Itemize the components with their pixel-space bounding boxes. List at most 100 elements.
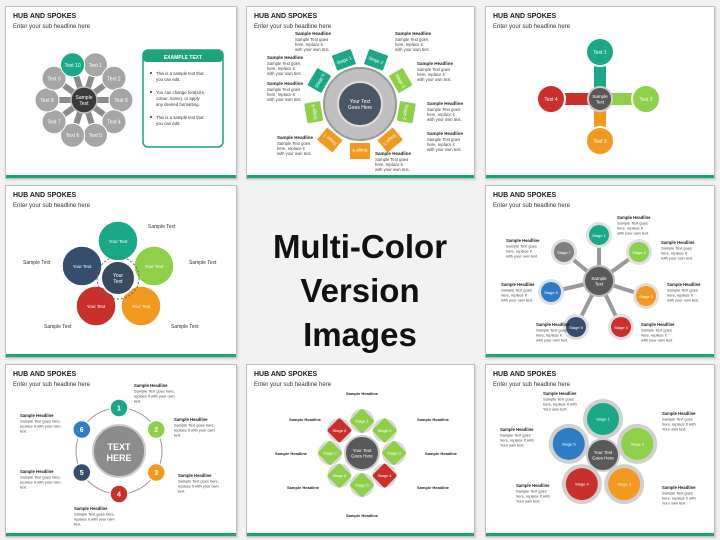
- sample-headline: Sample Headline: [427, 131, 464, 136]
- petal: [120, 285, 162, 327]
- node-number: 3: [154, 470, 158, 477]
- slide-accent-bar: [247, 533, 474, 536]
- sample-body: Sample Text goes: [667, 288, 698, 293]
- node-number: 6: [80, 427, 84, 434]
- sample-body: replace it with your own: [174, 428, 215, 433]
- sample-headline: Sample Headline: [74, 506, 108, 511]
- sample-text-label: Sample Text: [189, 260, 217, 266]
- sample-headline: Sample Headline: [295, 31, 332, 36]
- bullet-dot: [150, 72, 152, 74]
- sample-headline: Sample Headline: [178, 473, 212, 478]
- stage-node: [621, 427, 654, 460]
- hub-ring: [96, 256, 140, 300]
- stage-label: Stage 1: [355, 419, 370, 424]
- slide-thumbnail-1[interactable]: HUB AND SPOKES Enter your sub headline h…: [5, 6, 237, 179]
- stage-label: Stage 2: [368, 55, 385, 65]
- sample-body: with your own text.: [427, 117, 462, 122]
- slide-thumbnail-2[interactable]: HUB AND SPOKES Enter your sub headline h…: [246, 6, 475, 179]
- sample-body: Sample Text goes: [267, 61, 300, 66]
- slide-thumbnail-5[interactable]: HUB AND SPOKES Enter your sub headline h…: [485, 185, 715, 358]
- sample-body: here, replace it: [267, 66, 296, 71]
- stage-arrow: Stage 6: [350, 143, 370, 159]
- stage-node: [608, 468, 641, 501]
- spoke-node: [60, 52, 86, 78]
- hub-center-text: Sample: [76, 95, 93, 101]
- sample-headline: Sample Headline: [662, 411, 696, 416]
- sample-headline: Sample Headline: [20, 413, 54, 418]
- petal-label: Your Text: [73, 264, 92, 269]
- stage-label: Stage 6: [352, 148, 368, 153]
- stage-node: [629, 242, 649, 262]
- spoke-node: [60, 122, 86, 148]
- slide-subtitle: Enter your sub headline here: [493, 24, 571, 30]
- petal-label: Your Text: [132, 304, 151, 309]
- bullet-text: colour, name), or apply: [156, 96, 201, 101]
- stage-arrow: Stage 9: [307, 68, 331, 93]
- sample-body: Sample Text goes: [417, 67, 450, 72]
- slide-accent-bar: [6, 175, 236, 178]
- sample-headline: Sample Headline: [287, 485, 320, 490]
- sample-body: here, replace it: [395, 42, 424, 47]
- sample-body: text.: [178, 489, 185, 494]
- slide-title: HUB AND SPOKES: [254, 13, 318, 20]
- node-number: 2: [154, 427, 158, 434]
- slide-title: HUB AND SPOKES: [493, 13, 557, 20]
- hub-center: [583, 265, 615, 297]
- slide-thumbnail-4[interactable]: HUB AND SPOKES Enter your sub headline h…: [5, 185, 237, 358]
- hub-center: [586, 438, 620, 472]
- sample-body: with your own text.: [417, 77, 452, 82]
- stage-label: Stage 5: [355, 483, 370, 488]
- slide-subtitle: Enter your sub headline here: [493, 382, 571, 388]
- sample-headline: Sample Headline: [174, 417, 208, 422]
- bullet-text: This is a sample text that: [156, 115, 204, 120]
- spoke-label: Text 7: [47, 120, 61, 126]
- slide-thumbnail-8[interactable]: HUB AND SPOKES Enter your sub headline h…: [485, 364, 715, 537]
- slide-thumbnail-3[interactable]: HUB AND SPOKES Enter your sub headline h…: [485, 6, 715, 179]
- sample-body: Sample Text goes here,: [20, 419, 61, 424]
- spoke-label: Text 2: [639, 97, 653, 103]
- sample-body: Your own text.: [500, 443, 525, 448]
- slide-thumbnail-6[interactable]: HUB AND SPOKES Enter your sub headline h…: [5, 364, 237, 537]
- slide-title: HUB AND SPOKES: [493, 192, 557, 199]
- number-node: [146, 462, 166, 483]
- hub-center-text: TEXT: [107, 442, 131, 452]
- slide-subtitle: Enter your sub headline here: [13, 382, 91, 388]
- sample-text-label: Sample Text: [148, 224, 176, 230]
- stage-node: [589, 225, 609, 245]
- sample-headline: Sample Headline: [417, 485, 450, 490]
- sample-body: Sample Text goes: [500, 433, 531, 438]
- bullet-dot: [150, 91, 152, 93]
- sample-body: Sample Text goes: [536, 328, 567, 333]
- stage-arrow: Stage 4: [396, 101, 416, 124]
- sample-body: replace it with your own: [178, 484, 219, 489]
- panel-title: EXAMPLE TEXT: [164, 55, 202, 61]
- slide-title: HUB AND SPOKES: [493, 371, 557, 378]
- sample-body: with your own text.: [661, 256, 693, 261]
- sample-body: with your own text.: [641, 338, 673, 343]
- sample-body: Sample Text goes: [375, 157, 408, 162]
- bullet-dot: [150, 116, 152, 118]
- stage-node: [541, 282, 561, 302]
- sample-body: here, replace it: [267, 92, 296, 97]
- stage-label: Stage 3: [617, 482, 632, 487]
- stage-node: [554, 242, 574, 262]
- slide-thumbnail-7[interactable]: HUB AND SPOKES Enter your sub headline h…: [246, 364, 475, 537]
- node-number: 5: [80, 470, 84, 477]
- sample-body: here, replace it with: [543, 402, 577, 407]
- sample-body: Sample Text goes: [617, 221, 648, 226]
- slide-subtitle: Enter your sub headline here: [13, 203, 91, 209]
- bullet-text: you can edit.: [156, 77, 180, 82]
- sample-headline: Sample Headline: [641, 322, 675, 327]
- sample-body: with your own text.: [427, 147, 462, 152]
- sample-body: Sample Text goes: [641, 328, 672, 333]
- sample-body: replace it with your own: [134, 394, 175, 399]
- stage-label: Stage 1: [336, 55, 353, 65]
- spoke-label: Text 3: [593, 139, 607, 145]
- spoke-label: Text 4: [544, 97, 558, 103]
- sample-body: Sample Text goes: [295, 37, 328, 42]
- sample-headline: Sample Headline: [20, 469, 54, 474]
